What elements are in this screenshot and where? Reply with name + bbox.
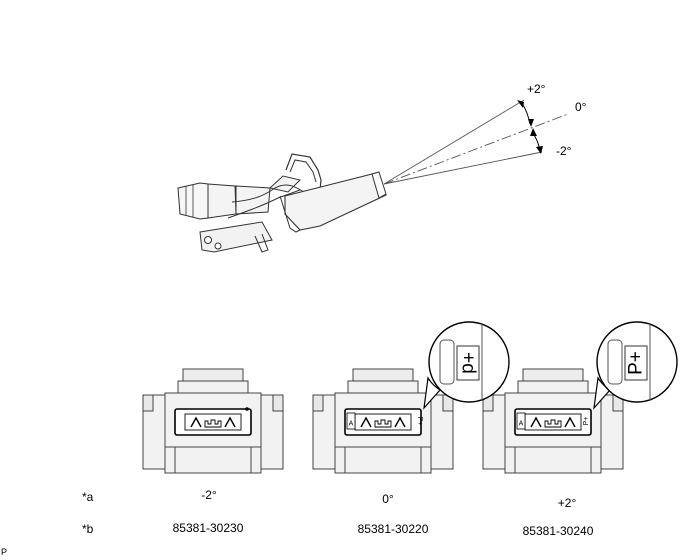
headlight-unit bbox=[177, 153, 387, 253]
angle-arrows bbox=[517, 100, 543, 154]
angle-value-col1: -2° bbox=[201, 488, 217, 502]
magnifier-bubble-right: P+ bbox=[593, 321, 678, 410]
connector-left bbox=[142, 368, 284, 474]
part-number-col2: 85381-30220 bbox=[357, 522, 429, 536]
row-label-b: *b bbox=[82, 522, 94, 536]
angle-label-plus2: +2° bbox=[527, 82, 546, 96]
angle-label-zero: 0° bbox=[575, 100, 587, 114]
bubble-right-mark: P+ bbox=[626, 351, 647, 375]
connector-a-mark: A bbox=[519, 421, 524, 428]
bubble-center-mark: +d bbox=[458, 352, 479, 374]
connector-pd-mark: P+ bbox=[416, 417, 423, 426]
connector-right: A P+ bbox=[482, 368, 624, 474]
connector-pd-mark: P+ bbox=[583, 417, 590, 426]
angle-label-minus2: -2° bbox=[556, 144, 572, 158]
connector-center: A P+ bbox=[312, 368, 454, 474]
row-label-a: *a bbox=[82, 490, 94, 504]
angle-value-col3: +2° bbox=[557, 496, 577, 510]
part-number-col3: 85381-30240 bbox=[522, 524, 594, 538]
aiming-lines bbox=[383, 99, 569, 185]
magnifier-bubble-center: +d bbox=[423, 321, 510, 410]
part-number-col1: 85381-30230 bbox=[172, 521, 244, 535]
corner-mark: P bbox=[1, 547, 8, 557]
angle-value-col2: 0° bbox=[382, 492, 394, 506]
connector-a-mark: A bbox=[349, 421, 354, 428]
